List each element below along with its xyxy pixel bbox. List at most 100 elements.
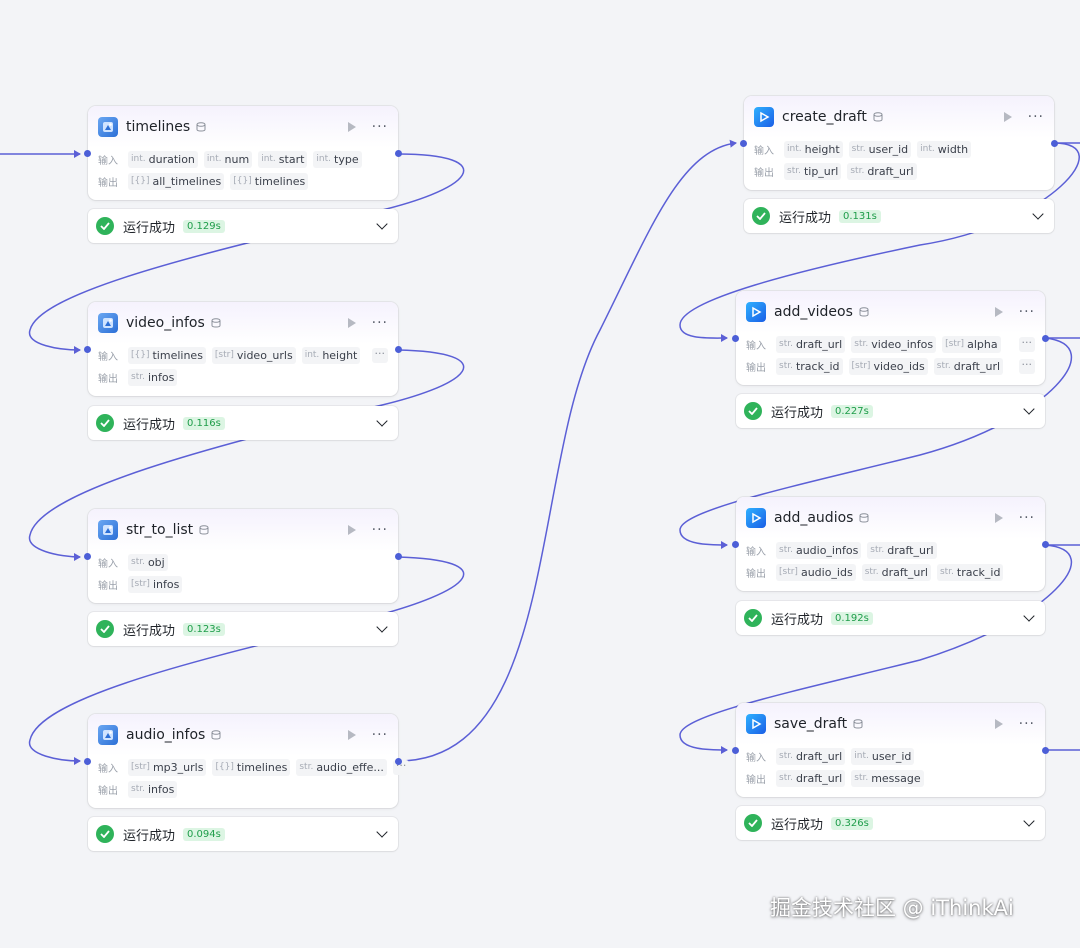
more-options-icon[interactable]: ··· — [1018, 304, 1035, 320]
run-time-badge: 0.131s — [839, 209, 881, 223]
database-icon — [859, 513, 869, 523]
more-options-icon[interactable]: ··· — [371, 727, 388, 743]
param-tag: str.draft_url — [776, 769, 846, 787]
input-port[interactable] — [84, 553, 91, 560]
output-port[interactable] — [1042, 541, 1049, 548]
node-header[interactable]: add_videos ··· — [736, 291, 1045, 333]
run-icon[interactable] — [994, 513, 1003, 523]
param-name: message — [871, 771, 921, 785]
more-options-icon[interactable]: ··· — [371, 522, 388, 538]
run-icon[interactable] — [994, 307, 1003, 317]
workflow-node-str_to_list[interactable]: str_to_list ··· 输入 str.obj 输出 [str]infos — [84, 509, 402, 603]
node-header[interactable]: create_draft ··· — [744, 96, 1054, 138]
output-port[interactable] — [1042, 747, 1049, 754]
chevron-down-icon[interactable] — [1023, 610, 1035, 622]
workflow-node-video_infos[interactable]: video_infos ··· 输入 [{}]timelines[str]vid… — [84, 302, 402, 396]
param-name: tip_url — [803, 164, 839, 178]
run-status-bar-audio_infos[interactable]: 运行成功 0.094s — [88, 817, 398, 851]
input-port[interactable] — [732, 335, 739, 342]
run-icon[interactable] — [347, 318, 356, 328]
more-options-icon[interactable]: ··· — [1027, 109, 1044, 125]
run-icon[interactable] — [1003, 112, 1012, 122]
input-port[interactable] — [84, 758, 91, 765]
input-port[interactable] — [84, 346, 91, 353]
run-status-bar-video_infos[interactable]: 运行成功 0.116s — [88, 406, 398, 440]
run-icon[interactable] — [347, 525, 356, 535]
param-tag: str.infos — [128, 368, 178, 386]
run-icon[interactable] — [347, 730, 356, 740]
output-port[interactable] — [395, 150, 402, 157]
input-port[interactable] — [84, 150, 91, 157]
more-options-icon[interactable]: ··· — [371, 119, 388, 135]
node-header[interactable]: audio_infos ··· — [88, 714, 398, 756]
more-options-icon[interactable]: ··· — [371, 315, 388, 331]
input-label: 输入 — [746, 546, 766, 558]
param-name: track_id — [795, 359, 840, 373]
chevron-down-icon[interactable] — [1032, 208, 1044, 220]
input-port[interactable] — [732, 541, 739, 548]
database-icon — [196, 122, 206, 132]
param-name: audio_effe... — [316, 760, 384, 774]
param-name: audio_infos — [795, 543, 859, 557]
more-params-icon[interactable]: ··· — [371, 347, 388, 363]
edge-audio_infos-create_draft — [397, 139, 737, 762]
run-icon[interactable] — [994, 719, 1003, 729]
param-tag: str.audio_infos — [776, 541, 862, 559]
param-name: audio_ids — [800, 565, 853, 579]
param-tag: str.draft_url — [776, 335, 846, 353]
param-tag: str.audio_effe... — [296, 758, 387, 776]
run-status-bar-add_videos[interactable]: 运行成功 0.227s — [736, 394, 1045, 428]
input-port[interactable] — [740, 140, 747, 147]
output-port[interactable] — [395, 346, 402, 353]
input-port[interactable] — [732, 747, 739, 754]
more-options-icon[interactable]: ··· — [1018, 716, 1035, 732]
chevron-down-icon[interactable] — [1023, 815, 1035, 827]
node-header[interactable]: save_draft ··· — [736, 703, 1045, 745]
chevron-down-icon[interactable] — [1023, 403, 1035, 415]
param-tag: int.num — [203, 150, 253, 168]
run-status-bar-save_draft[interactable]: 运行成功 0.326s — [736, 806, 1045, 840]
chevron-down-icon[interactable] — [376, 621, 388, 633]
run-status-bar-timelines[interactable]: 运行成功 0.129s — [88, 209, 398, 243]
param-name: draft_url — [795, 749, 843, 763]
workflow-node-audio_infos[interactable]: audio_infos ··· 输入 [str]mp3_urls[{}]time… — [84, 714, 410, 808]
run-status-bar-str_to_list[interactable]: 运行成功 0.123s — [88, 612, 398, 646]
run-status-bar-add_audios[interactable]: 运行成功 0.192s — [736, 601, 1045, 635]
node-header[interactable]: timelines ··· — [88, 106, 398, 148]
more-options-icon[interactable]: ··· — [1018, 510, 1035, 526]
param-type: int. — [206, 154, 222, 164]
output-port[interactable] — [1051, 140, 1058, 147]
output-port[interactable] — [395, 553, 402, 560]
chevron-down-icon[interactable] — [376, 415, 388, 427]
database-icon — [211, 730, 221, 740]
more-params-icon[interactable]: ··· — [1018, 336, 1035, 352]
param-tag: str.draft_url — [776, 747, 846, 765]
param-tag: [str]mp3_urls — [128, 758, 207, 776]
more-params-icon[interactable]: ··· — [1018, 358, 1035, 374]
watermark: 掘金技术社区 @ iThinkAi — [770, 896, 1014, 920]
output-port[interactable] — [395, 758, 402, 765]
param-name: type — [334, 152, 359, 166]
param-type: int. — [304, 350, 320, 360]
node-header[interactable]: add_audios ··· — [736, 497, 1045, 539]
node-header[interactable]: video_infos ··· — [88, 302, 398, 344]
output-port[interactable] — [1042, 335, 1049, 342]
chevron-down-icon[interactable] — [376, 826, 388, 838]
param-type: str. — [131, 557, 145, 567]
node-header[interactable]: str_to_list ··· — [88, 509, 398, 551]
chevron-down-icon[interactable] — [376, 218, 388, 230]
run-icon[interactable] — [347, 122, 356, 132]
param-tag: str.draft_url — [933, 357, 1004, 375]
output-row: 输出 str.infos — [88, 366, 398, 388]
video-icon — [746, 508, 766, 528]
run-status-bar-create_draft[interactable]: 运行成功 0.131s — [744, 199, 1054, 233]
output-label: 输出 — [746, 362, 766, 374]
param-name: track_id — [956, 565, 1001, 579]
param-tag: str.user_id — [848, 140, 912, 158]
